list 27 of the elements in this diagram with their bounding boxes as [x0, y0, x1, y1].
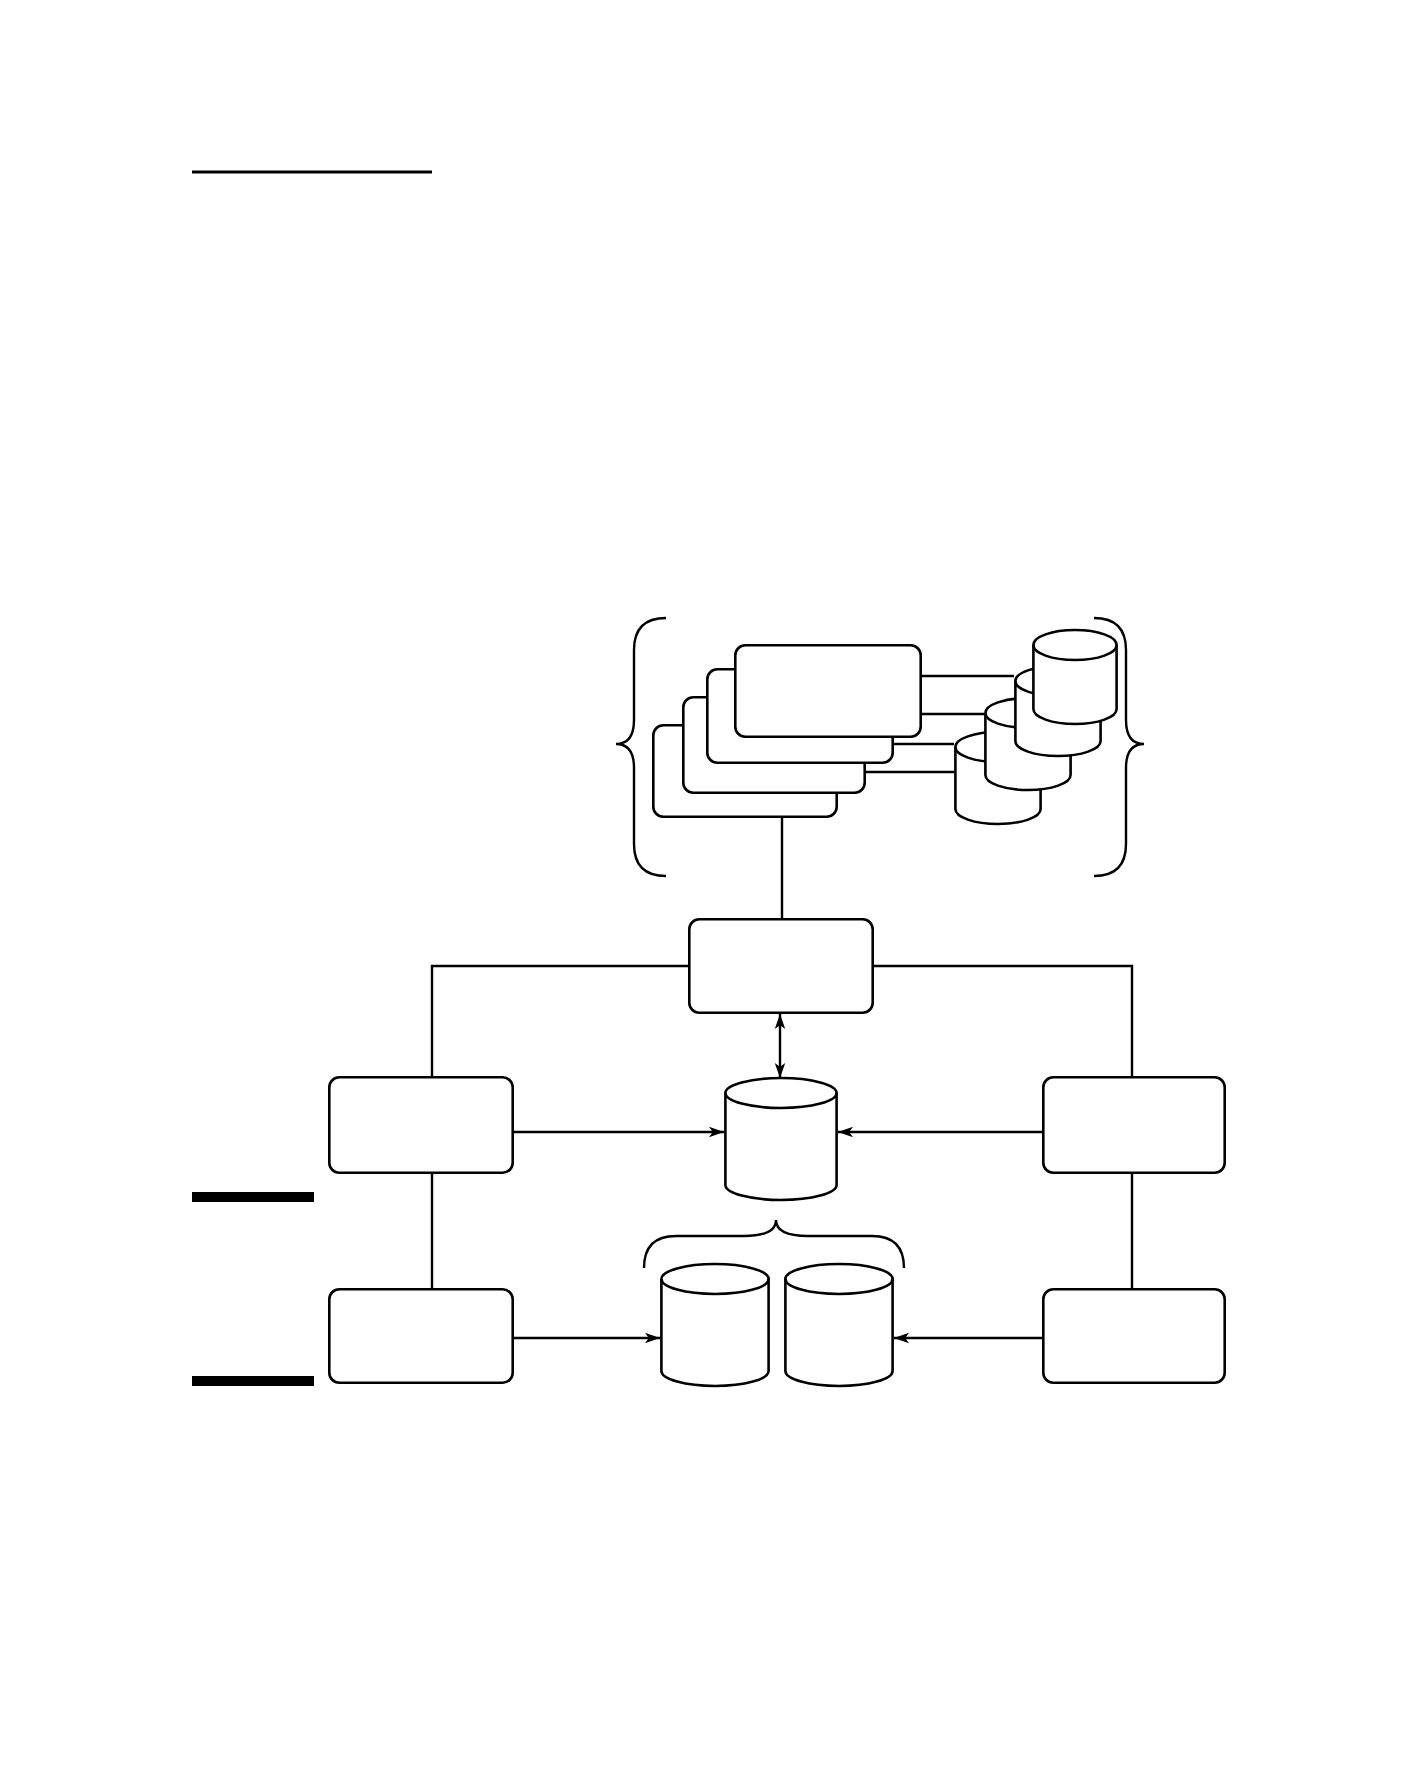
arrow [838, 1126, 1042, 1138]
rounded-box [688, 918, 874, 1014]
connector-line [922, 674, 1014, 678]
connector-line [922, 712, 984, 716]
connector-line [866, 770, 954, 774]
double-arrow [774, 1014, 786, 1078]
cylinder-shape [660, 1262, 770, 1388]
rounded-box [1042, 1076, 1226, 1174]
rounded-box [328, 1076, 514, 1174]
cylinder-shape [724, 1076, 838, 1202]
rounded-box [706, 668, 894, 764]
arrow [894, 1332, 1042, 1344]
connector-line [430, 1174, 434, 1288]
connector-line [874, 964, 1134, 1076]
connector-line [780, 818, 784, 918]
rounded-box [1042, 1288, 1226, 1384]
cylinder-shape [1032, 628, 1118, 726]
arrow [514, 1332, 660, 1344]
rounded-box [682, 696, 866, 794]
rounded-box [734, 644, 922, 738]
connector-line [430, 964, 688, 1076]
connector-line [894, 742, 954, 746]
rounded-box [652, 724, 838, 818]
rounded-box [328, 1288, 514, 1384]
cylinder-shape [784, 1262, 894, 1388]
arrow [514, 1126, 724, 1138]
connector-line [1130, 1174, 1134, 1288]
